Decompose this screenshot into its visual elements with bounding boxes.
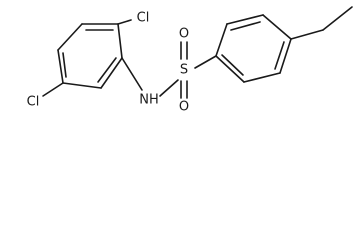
bond-s-ring: [194, 55, 217, 69]
bond: [243, 72, 281, 83]
bond: [215, 23, 228, 57]
bond: [100, 57, 123, 89]
ethyl-bond: [290, 29, 324, 40]
double-bond: [230, 21, 261, 31]
bond-to-cl-left: [42, 82, 64, 97]
atom-label-cl-top: Cl: [137, 11, 150, 26]
atom-label-s: S: [180, 63, 188, 78]
atom-label-o-top: O: [179, 27, 189, 42]
ethyl-bond: [322, 6, 353, 31]
bond: [279, 38, 292, 74]
bond-to-cl-top: [117, 19, 132, 25]
molecule-drawing: Cl Cl NH S O O: [27, 6, 353, 115]
sulfonamide-group: [159, 41, 217, 99]
bond: [226, 14, 264, 25]
bond-nh-s: [159, 79, 179, 97]
bond: [57, 23, 83, 51]
double-bond: [97, 57, 117, 83]
bond: [62, 82, 102, 89]
atom-label-cl-left: Cl: [27, 95, 40, 110]
bond: [215, 55, 245, 83]
bond: [117, 23, 123, 59]
double-bond: [62, 52, 67, 78]
atom-label-nh: NH: [139, 93, 159, 108]
bond: [262, 14, 292, 40]
double-bond: [221, 54, 244, 76]
structure-diagram: Cl Cl NH S O O: [27, 6, 353, 115]
double-bond: [274, 41, 285, 70]
bond: [57, 49, 64, 84]
dichlorophenyl-ring: [42, 19, 143, 97]
ethylphenyl-ring: [215, 6, 353, 83]
atom-label-o-bottom: O: [179, 100, 189, 115]
bond-to-nh: [121, 57, 143, 91]
